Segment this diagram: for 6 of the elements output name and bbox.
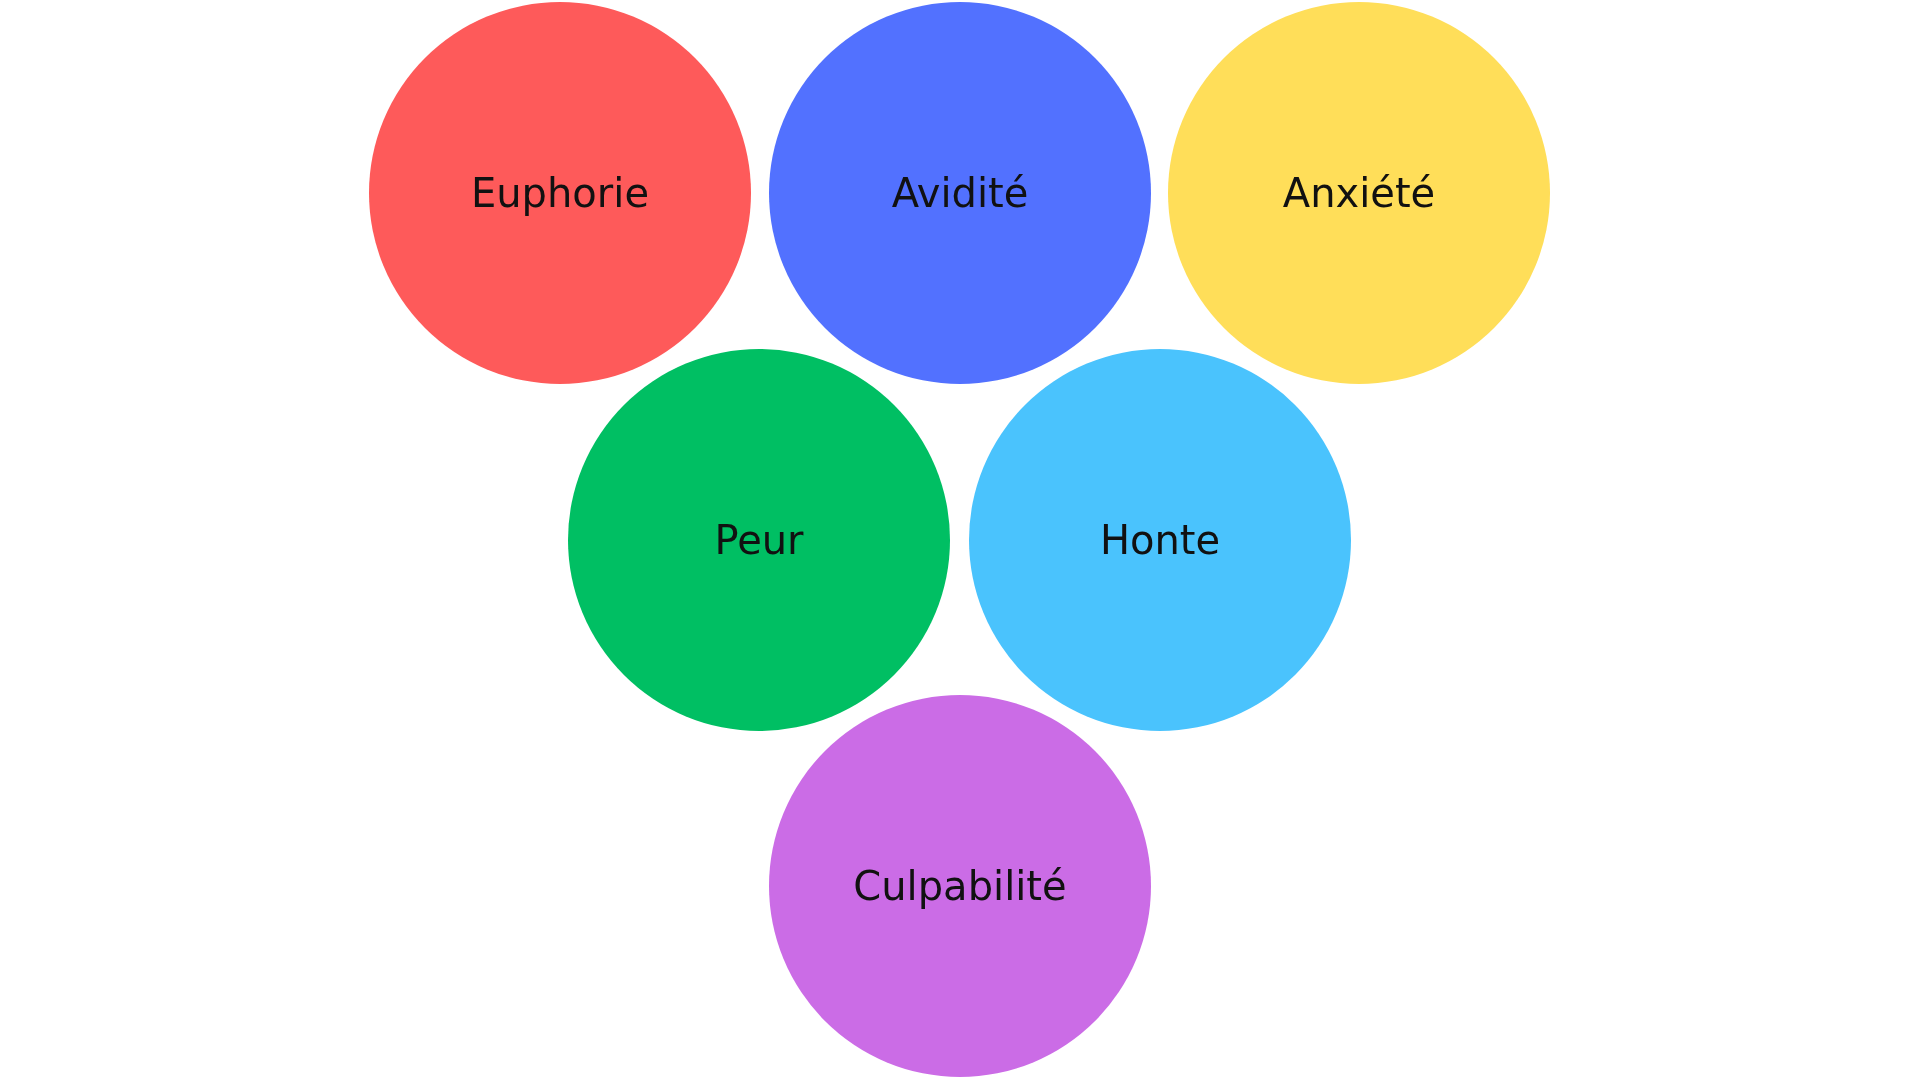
emotion-label: Avidité <box>891 170 1029 216</box>
emotion-label: Anxiété <box>1282 170 1436 216</box>
emotion-label: Honte <box>1099 517 1221 563</box>
emotion-label: Peur <box>714 517 804 563</box>
emotion-label: Euphorie <box>471 170 649 216</box>
emotion-label: Culpabilité <box>853 863 1067 909</box>
